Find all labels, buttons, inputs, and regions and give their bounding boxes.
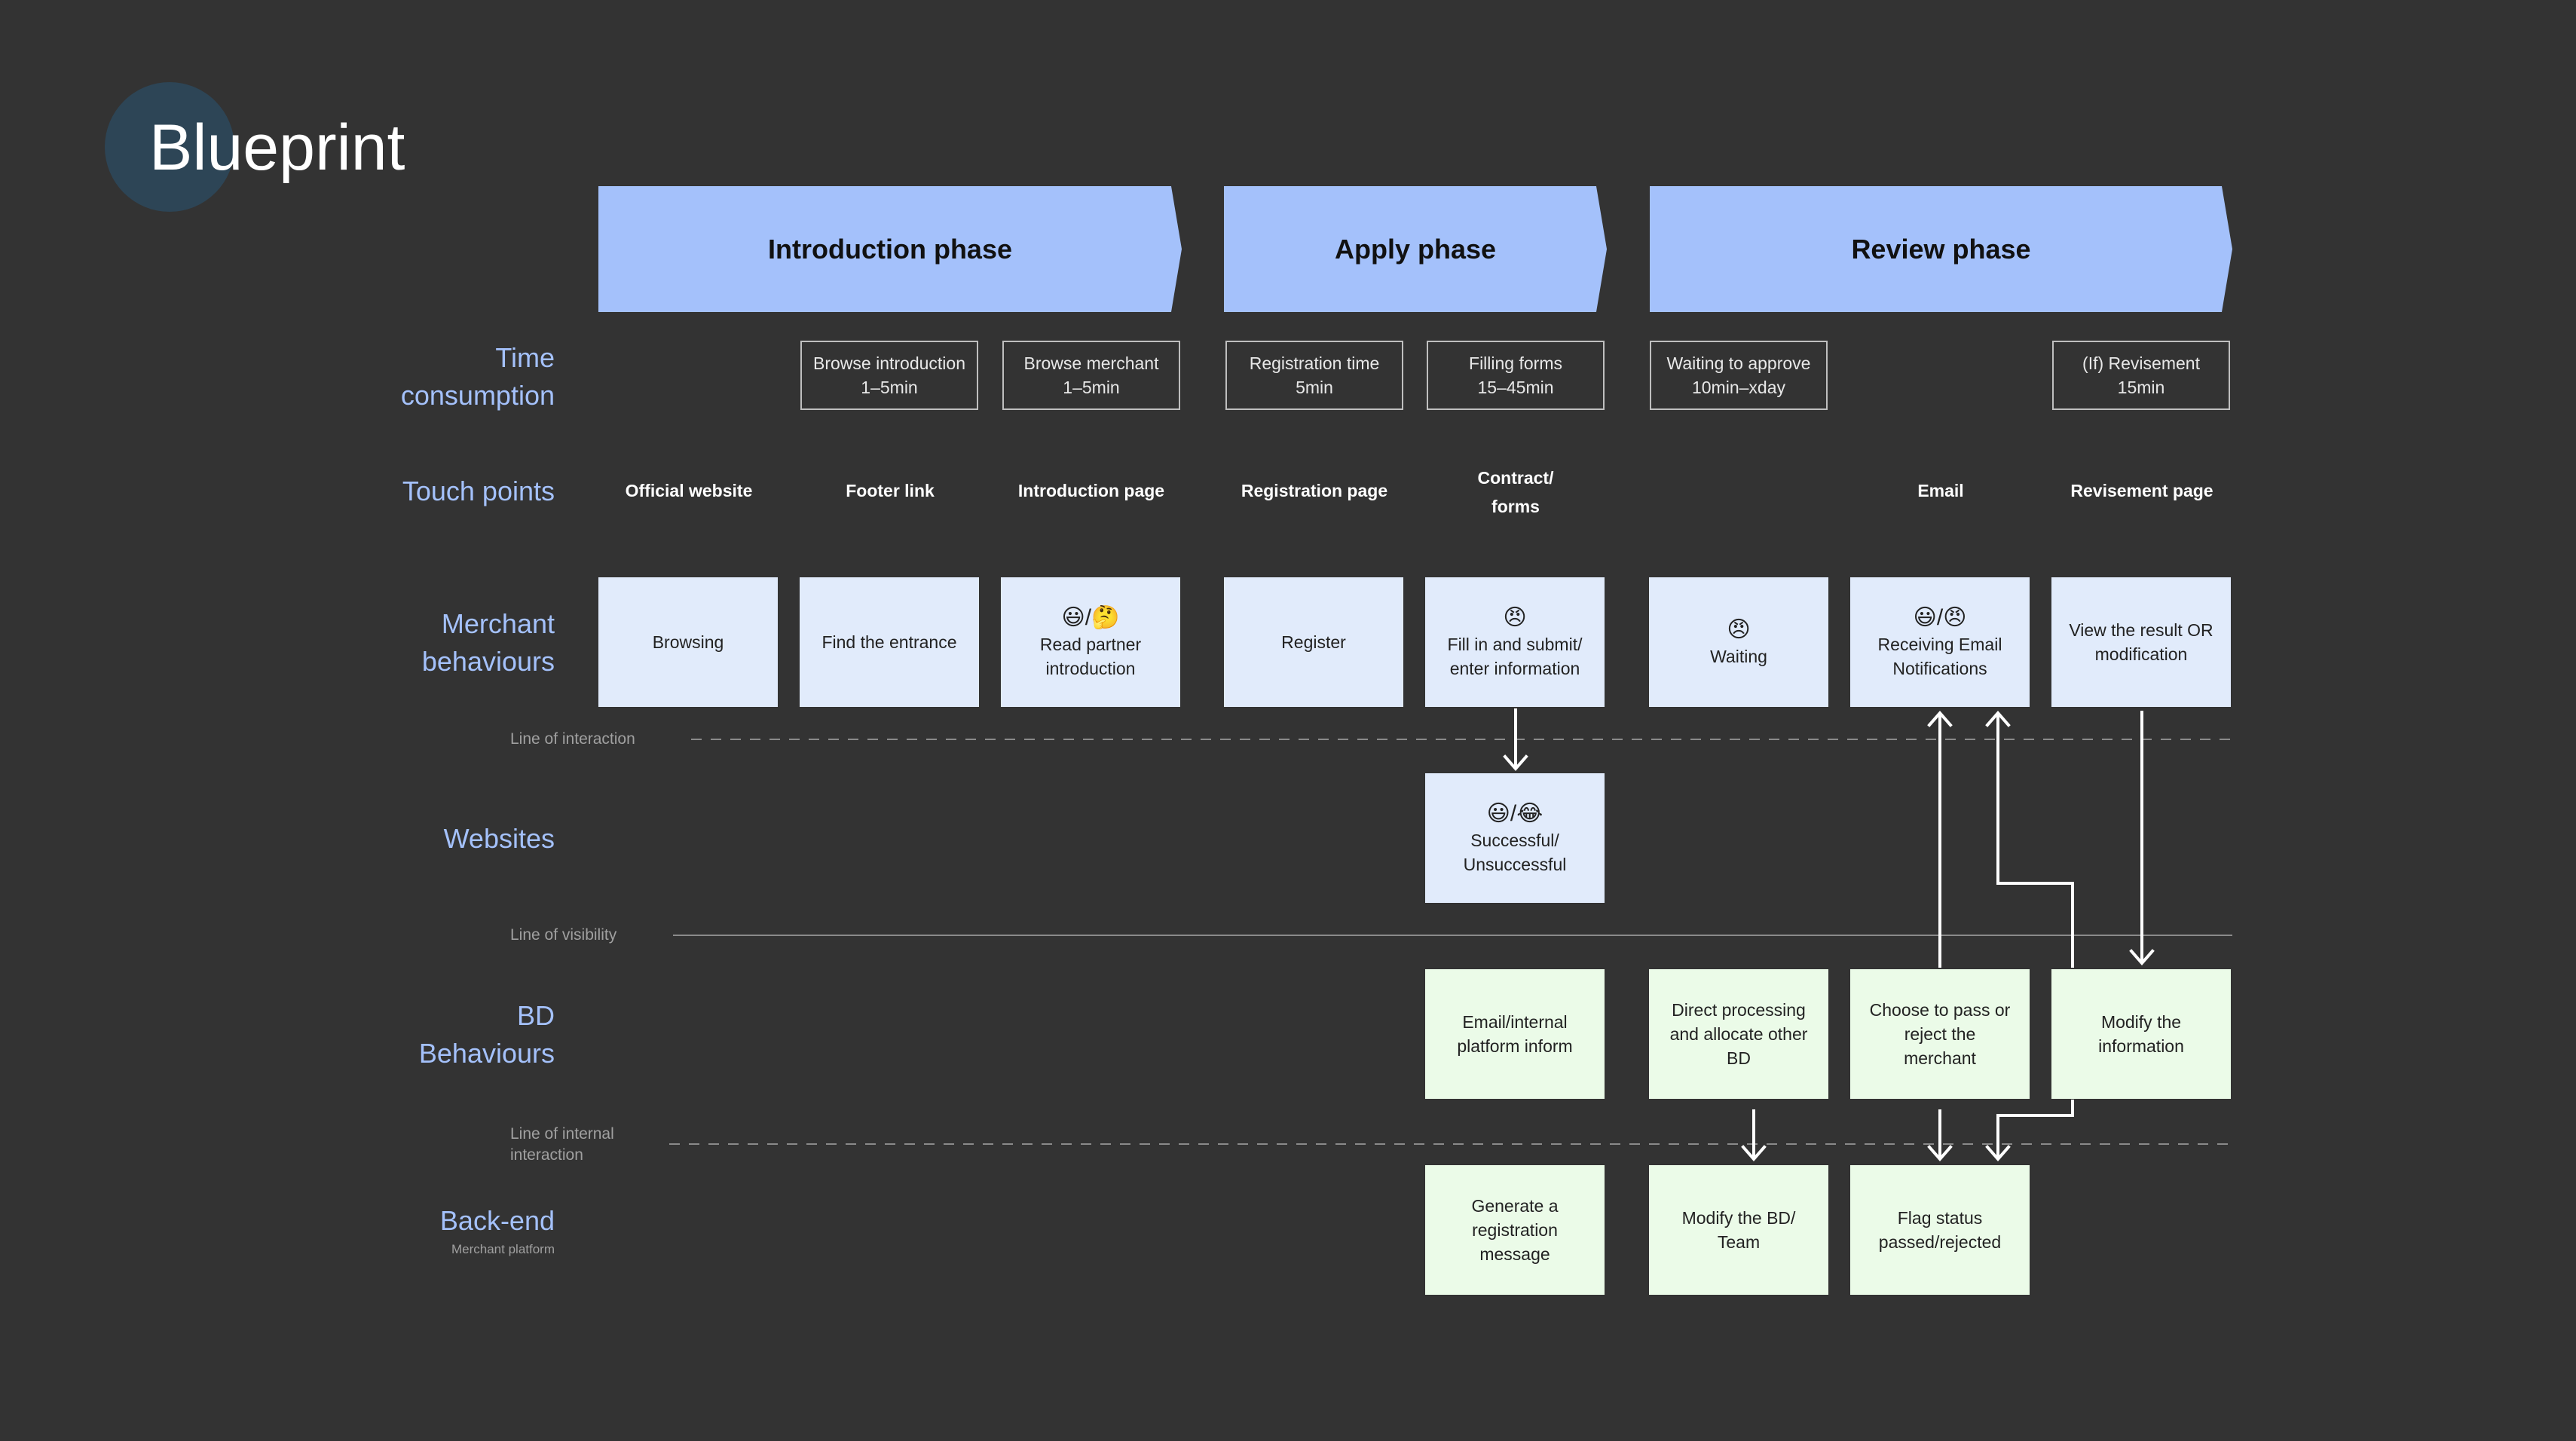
merchant-card-read-introduction: 😃/🤔 Read partner introduction (1001, 577, 1180, 707)
touch-point-contract-forms: Contract/ forms (1477, 468, 1554, 516)
phase-introduction: Introduction phase (598, 186, 1182, 312)
emotion-emoji: 😠 (1503, 605, 1527, 630)
touch-point-official-website: Official website (625, 481, 753, 500)
arrow-modify-to-email (1996, 713, 2074, 968)
title-circle (105, 82, 234, 212)
backend-card-generate-message: Generate a registration message (1425, 1165, 1605, 1295)
bd-card-email-inform: Email/internal platform inform (1425, 969, 1605, 1099)
row-label-bd: BD Behaviours (418, 1000, 555, 1069)
merchant-card-receiving-email: 😃/😠 Receiving Email Notifications (1850, 577, 2030, 707)
websites-card-result: 😃/😂 Successful/ Unsuccessful (1425, 773, 1605, 903)
touch-point-email: Email (1917, 481, 1964, 500)
touch-point-revisement-page: Revisement page (2070, 481, 2213, 500)
row-label-websites: Websites (443, 823, 555, 854)
line-label-internal: Line of internal interaction (510, 1125, 614, 1164)
emotion-emoji: 😃/😂 (1486, 801, 1543, 826)
row-sublabel-backend: Merchant platform (451, 1242, 555, 1256)
backend-card-modify-bd-team: Modify the BD/ Team (1649, 1165, 1828, 1295)
emotion-emoji: 😃/😠 (1913, 605, 1967, 630)
bd-card-choose-pass-reject: Choose to pass or reject the merchant (1850, 969, 2030, 1099)
bd-card-modify-information: Modify the information (2051, 969, 2231, 1099)
emotion-emoji: 😠 (1727, 617, 1751, 642)
merchant-card-register: Register (1224, 577, 1403, 707)
line-label-interaction: Line of interaction (510, 730, 635, 748)
merchant-card-waiting: 😠 Waiting (1649, 577, 1828, 707)
row-label-merchant: Merchant behaviours (421, 608, 555, 677)
bd-card-direct-processing: Direct processing and allocate other BD (1649, 969, 1828, 1099)
merchant-card-view-result: View the result OR modification (2051, 577, 2231, 707)
touch-point-registration-page: Registration page (1241, 481, 1388, 500)
phase-apply: Apply phase (1224, 186, 1607, 312)
row-label-touch-points: Touch points (402, 476, 555, 506)
merchant-card-browsing: Browsing (598, 577, 778, 707)
row-label-time: Time consumption (400, 342, 555, 411)
emotion-emoji: 😃/🤔 (1061, 605, 1120, 630)
touch-point-footer-link: Footer link (846, 481, 935, 500)
backend-card-flag-status: Flag status passed/rejected (1850, 1165, 2030, 1295)
row-label-backend: Back-end (439, 1205, 555, 1236)
merchant-card-find-entrance: Find the entrance (800, 577, 979, 707)
line-label-visibility: Line of visibility (510, 926, 617, 944)
page-title: Blueprint (149, 112, 405, 184)
touch-point-introduction-page: Introduction page (1017, 481, 1165, 500)
merchant-card-fill-submit: 😠 Fill in and submit/ enter information (1425, 577, 1605, 707)
phase-review: Review phase (1650, 186, 2232, 312)
arrow-modify-to-flag (1996, 1100, 2074, 1159)
